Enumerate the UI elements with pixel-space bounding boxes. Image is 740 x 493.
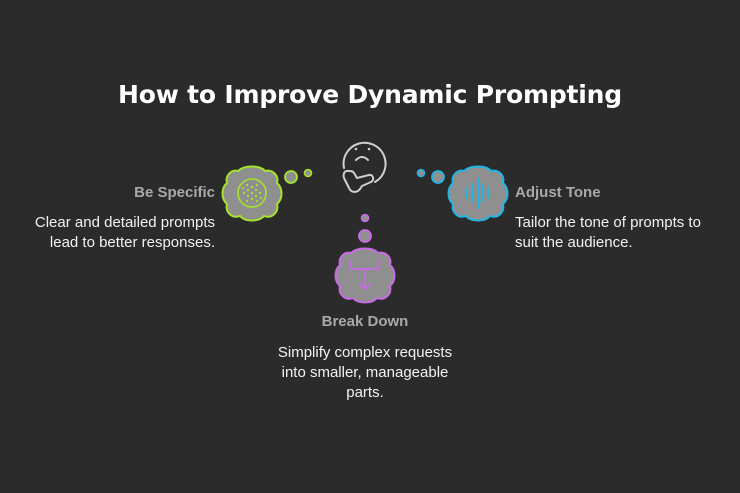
be-specific-line-1: Clear and detailed prompts [34,214,215,231]
adjust-tone-description: Tailor the tone of prompts to suit the a… [515,213,740,253]
break-down-connector-dots [358,213,372,243]
break-down-line-1: Simplify complex requests [277,344,453,361]
break-down-line-3: parts. [346,384,384,401]
split-arrow-icon [350,260,380,290]
adjust-tone-line-1: Tailor the tone of prompts to [515,214,701,231]
be-specific-line-2: lead to better responses. [49,234,215,251]
sound-wave-icon [466,177,490,209]
break-down-cloud [334,247,396,304]
adjust-tone-line-2: suit the audience. [515,234,633,251]
adjust-tone-cloud [447,165,509,222]
be-specific-cloud [221,165,283,222]
adjust-tone-connector-dots [416,168,445,184]
dotted-circle-icon [237,178,267,208]
be-specific-heading: Be Specific [134,184,215,201]
thinking-face-icon [342,141,387,193]
be-specific-connector-dots [284,168,313,184]
adjust-tone-heading: Adjust Tone [515,184,601,201]
diagram-title: How to Improve Dynamic Prompting [118,80,622,109]
break-down-description: Simplify complex requests into smaller, … [255,343,475,403]
break-down-heading: Break Down [321,313,409,330]
break-down-line-2: into smaller, manageable [281,364,449,381]
be-specific-description: Clear and detailed prompts lead to bette… [0,213,215,253]
